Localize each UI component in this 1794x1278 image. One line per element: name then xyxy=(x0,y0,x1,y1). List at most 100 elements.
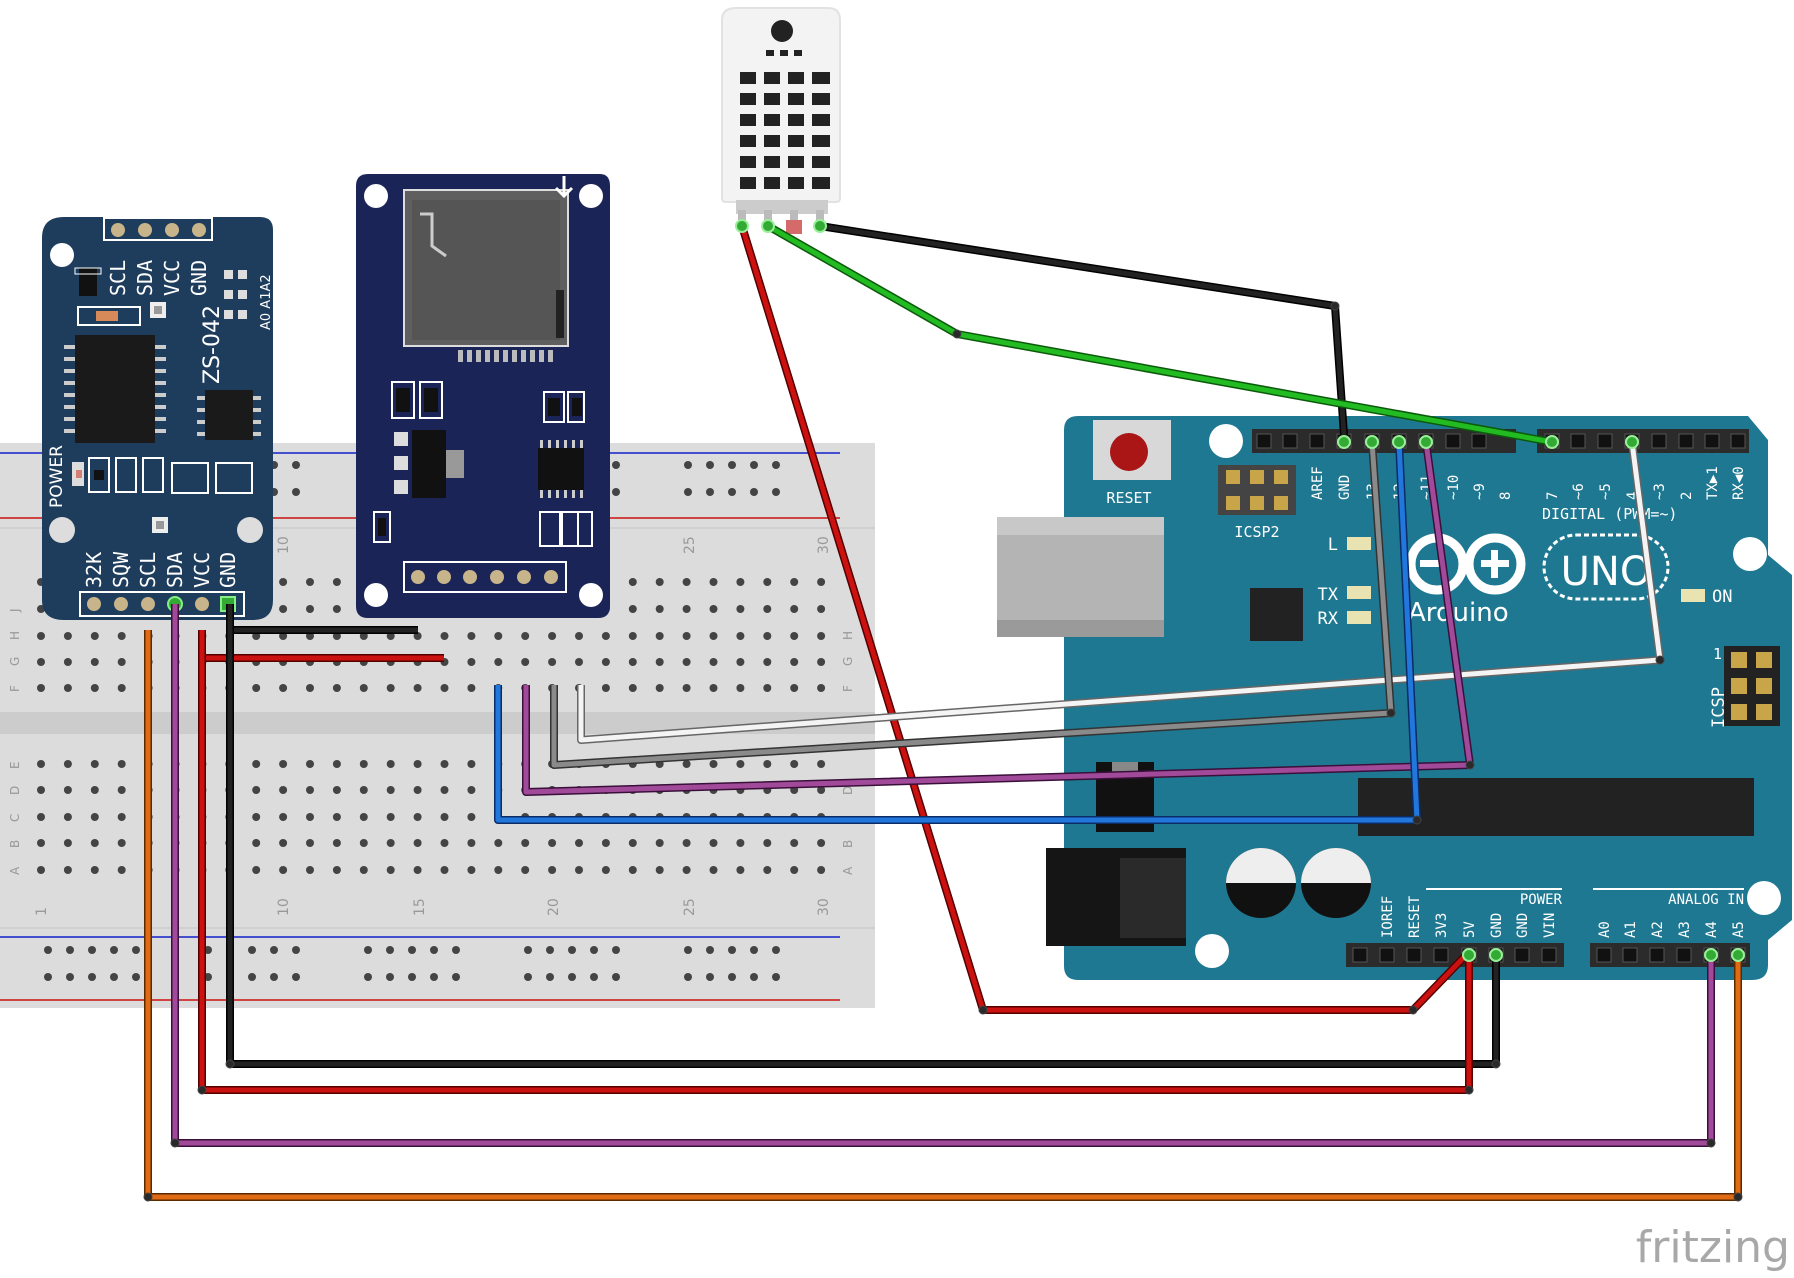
breadboard-hole xyxy=(817,578,826,586)
breadboard-hole xyxy=(440,684,449,692)
breadboard-hole xyxy=(575,658,583,666)
breadboard-hole xyxy=(63,632,72,640)
rail-hole xyxy=(248,973,256,981)
rail-hole xyxy=(546,973,554,981)
icsp-pin1-label: 1 xyxy=(1713,645,1722,663)
breadboard-hole xyxy=(117,786,126,794)
led-tx xyxy=(1347,586,1371,599)
wires xyxy=(144,222,1742,1201)
breadboard-hole xyxy=(790,760,799,768)
rail-hole xyxy=(292,973,300,981)
mount-hole xyxy=(1195,934,1229,968)
breadboard-hole xyxy=(117,684,126,692)
breadboard-hole xyxy=(386,839,395,847)
digital-pin-label-9: ~6 xyxy=(1571,483,1587,500)
breadboard-hole xyxy=(817,684,826,692)
mount-hole xyxy=(364,583,388,607)
led-rx xyxy=(1347,611,1371,624)
breadboard-hole xyxy=(682,760,691,768)
breadboard-hole xyxy=(736,658,745,666)
breadboard-hole xyxy=(763,632,772,640)
header-pin xyxy=(1471,433,1487,449)
rail-hole xyxy=(132,946,140,954)
bb-row-d: D xyxy=(8,786,22,795)
rail-hole xyxy=(88,973,96,981)
reset-button-cap[interactable] xyxy=(1110,433,1148,471)
breadboard-hole xyxy=(467,632,476,640)
led-on-label: ON xyxy=(1712,587,1732,607)
breadboard-hole xyxy=(117,839,126,847)
breadboard-hole xyxy=(736,605,745,613)
bb-row-f-right: F xyxy=(841,685,855,692)
breadboard-hole xyxy=(467,760,476,768)
wire-rtc-gnd-arduino xyxy=(226,604,1500,1068)
rtc-bottom-pin-label-0: 32K xyxy=(82,552,106,588)
breadboard-hole xyxy=(494,866,503,874)
breadboard-hole xyxy=(332,578,341,586)
breadboard-hole xyxy=(332,605,341,613)
breadboard-hole xyxy=(655,605,664,613)
wire-rtc-vcc-arduino xyxy=(198,630,1473,1094)
breadboard-hole xyxy=(117,866,126,874)
header-pin xyxy=(1596,947,1612,963)
mount-hole xyxy=(1209,424,1243,458)
breadboard-hole xyxy=(117,632,126,640)
breadboard-hole xyxy=(601,658,610,666)
dht22-sensor xyxy=(721,7,841,234)
breadboard-hole xyxy=(575,839,583,847)
rail-hole xyxy=(590,973,598,981)
header-pin xyxy=(1309,433,1325,449)
breadboard-hole xyxy=(63,839,72,847)
digital-pin-label-11: 4 xyxy=(1625,492,1641,500)
breadboard-hole xyxy=(252,684,261,692)
rail-hole xyxy=(684,946,692,954)
breadboard-hole xyxy=(467,866,476,874)
breadboard-hole xyxy=(682,632,691,640)
wire-dht-gnd xyxy=(819,222,1348,436)
breadboard-hole xyxy=(279,786,288,794)
breadboard-hole xyxy=(709,684,718,692)
led-l-label: L xyxy=(1328,535,1338,555)
rtc-address-label: A0 A1A2 xyxy=(259,274,274,330)
rail-hole xyxy=(408,946,416,954)
breadboard-hole xyxy=(601,839,610,847)
analog-pin-label-0: A0 xyxy=(1597,921,1613,938)
arduino-uno: RESET ICSP2 L TX RX ON Arduino xyxy=(997,416,1792,980)
breadboard-hole xyxy=(682,578,691,586)
rail-hole xyxy=(684,488,692,496)
brand-label: Arduino xyxy=(1408,598,1509,628)
breadboard-hole xyxy=(440,760,449,768)
breadboard-hole xyxy=(332,786,341,794)
breadboard-hole xyxy=(252,866,261,874)
mount-hole xyxy=(49,517,75,543)
header-pin xyxy=(1541,947,1557,963)
digital-pin-label-13: 2 xyxy=(1679,492,1695,500)
breadboard-hole xyxy=(306,866,314,874)
breadboard-hole xyxy=(440,632,449,640)
breadboard-hole xyxy=(252,760,261,768)
breadboard-hole xyxy=(736,684,745,692)
breadboard-hole xyxy=(37,760,45,768)
breadboard-hole xyxy=(306,605,314,613)
rail-hole xyxy=(430,973,438,981)
rail-hole xyxy=(44,946,52,954)
rtc-top-pin-label-3: GND xyxy=(187,260,211,296)
breadboard-hole xyxy=(63,813,72,821)
bb-row-a-right: A xyxy=(841,866,855,875)
rail-hole xyxy=(612,488,620,496)
bb-row-d-right: D xyxy=(841,786,855,795)
rail-hole xyxy=(772,946,780,954)
breadboard-hole xyxy=(494,839,503,847)
capacitor xyxy=(1226,848,1296,918)
header-pin xyxy=(1514,947,1530,963)
breadboard-hole xyxy=(655,578,664,586)
breadboard-hole xyxy=(117,760,126,768)
breadboard-hole xyxy=(548,658,557,666)
breadboard-hole xyxy=(467,786,476,794)
rtc-bottom-pin-label-1: SQW xyxy=(109,551,133,588)
breadboard-hole xyxy=(413,786,422,794)
analog-pin-label-2: A2 xyxy=(1650,921,1666,938)
